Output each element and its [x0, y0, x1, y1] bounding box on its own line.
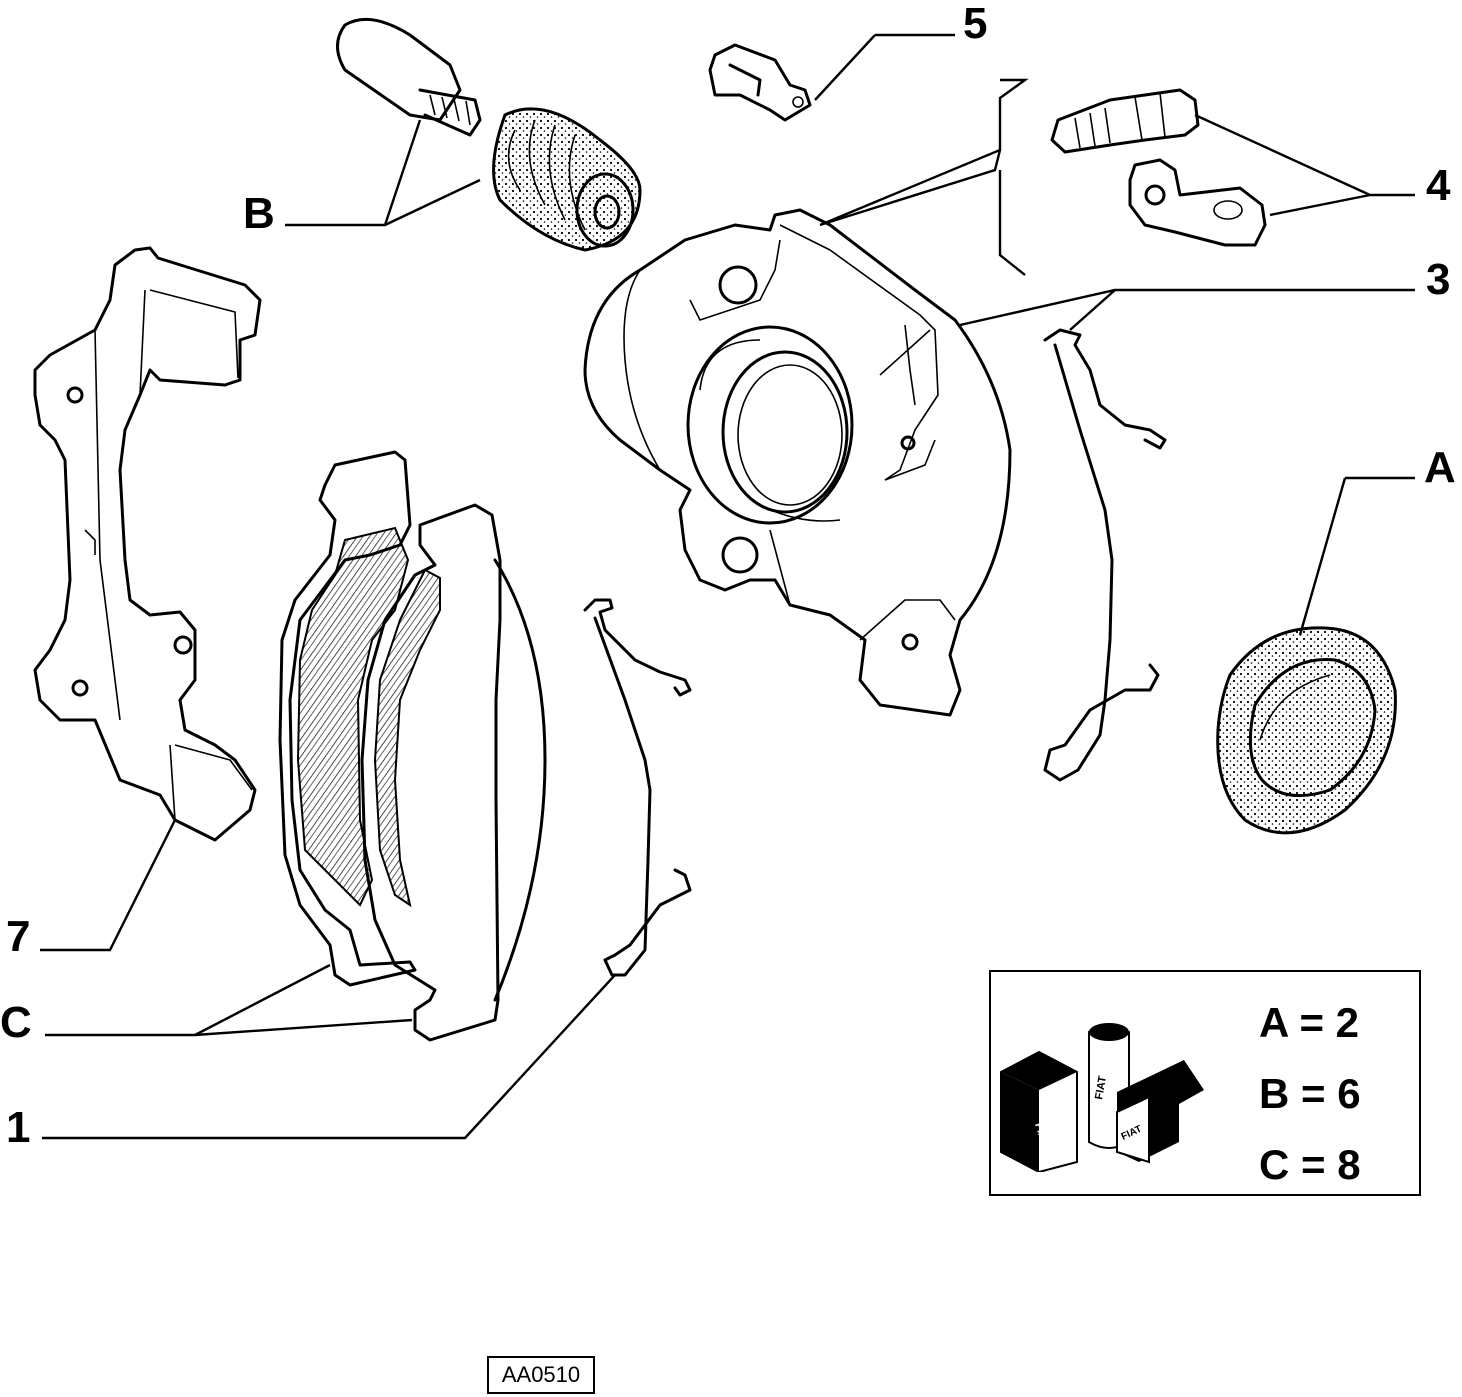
callout-1: 1	[6, 1103, 31, 1152]
callout-a: A	[1424, 443, 1456, 492]
guide-pin-part	[336, 17, 642, 252]
callout-c: C	[0, 998, 32, 1047]
caliper-bracket-part	[33, 246, 262, 842]
reference-code: AA0510	[487, 1356, 595, 1394]
brake-pads-part	[278, 450, 547, 1042]
callout-5: 5	[963, 0, 988, 48]
bleeder-screw-part	[708, 43, 812, 122]
kit-quantity-box: FIAT FIAT FIAT A = 2 B = 6 C = 8	[989, 970, 1421, 1196]
callout-3: 3	[1426, 255, 1451, 304]
kit-row-a: A = 2	[1259, 999, 1359, 1046]
callout-b: B	[243, 189, 275, 238]
seal-ring-part	[1216, 626, 1397, 835]
kit-row-b: B = 6	[1259, 1070, 1361, 1117]
anti-rattle-spring-part	[583, 328, 1167, 977]
callout-4: 4	[1426, 161, 1451, 210]
caliper-body-part	[583, 208, 1012, 717]
callout-7: 7	[6, 912, 31, 961]
leader-lines	[40, 33, 1415, 1140]
kit-icon-brand-2: FIAT	[1093, 1075, 1109, 1101]
hose-fitting-part	[1050, 88, 1267, 247]
kit-row-c: C = 8	[1259, 1141, 1361, 1188]
spare-parts-kit-icon: FIAT FIAT FIAT	[1000, 1023, 1204, 1172]
